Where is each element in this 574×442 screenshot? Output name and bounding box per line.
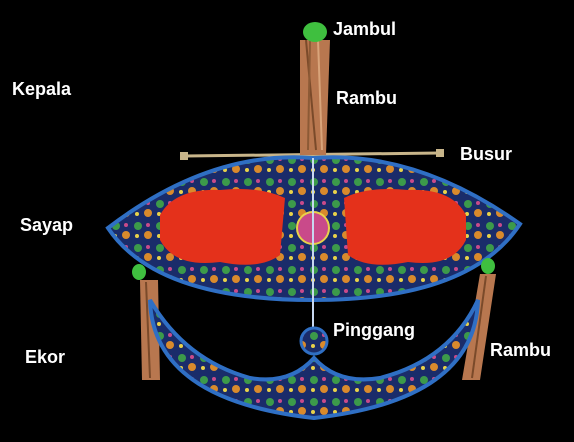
label-rambu-right: Rambu [490,340,551,360]
jambul-tuft [303,22,327,42]
label-pinggang: Pinggang [333,320,415,340]
label-rambu-top: Rambu [336,88,397,108]
label-sayap: Sayap [20,215,73,235]
label-busur: Busur [460,144,512,164]
label-jambul: Jambul [333,19,396,39]
kepala-head-stalk [300,40,330,155]
pinggang-waist [301,328,327,354]
sayap-wings [108,157,520,330]
label-kepala: Kepala [12,79,71,99]
label-ekor: Ekor [25,347,65,367]
